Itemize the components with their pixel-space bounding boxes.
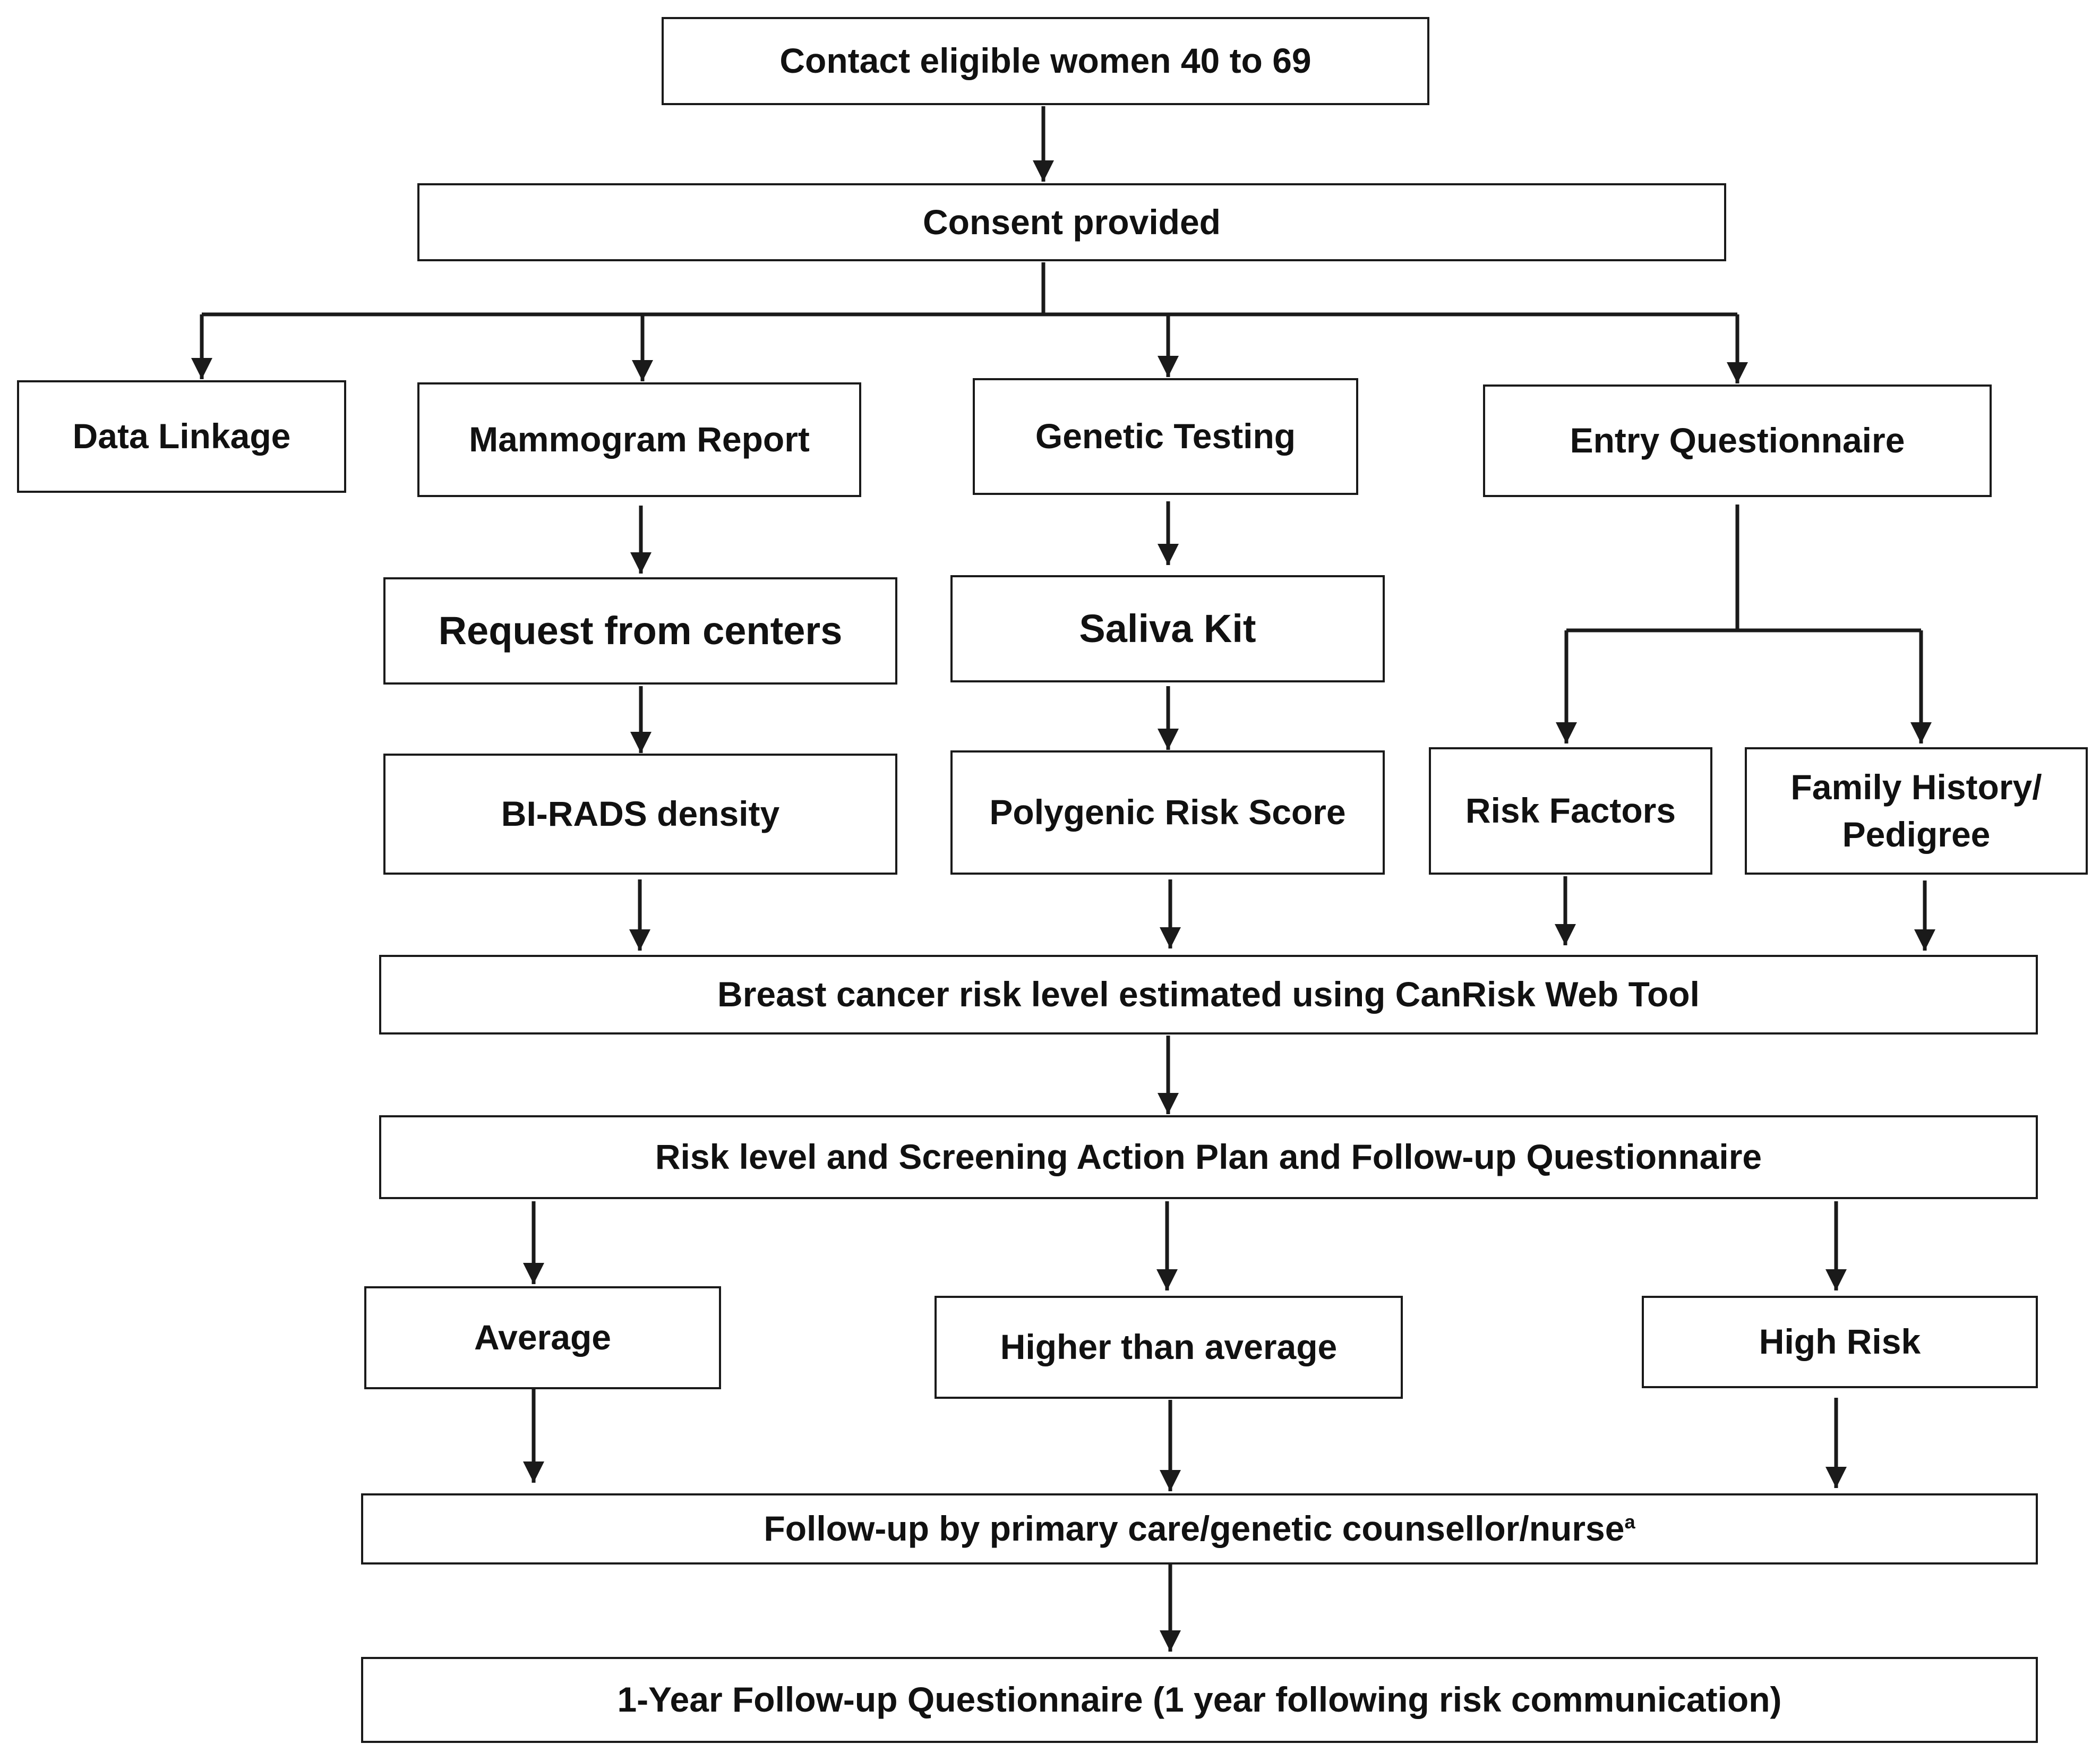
box-entry-questionnaire: Entry Questionnaire — [1483, 384, 1992, 497]
followup-footnote-marker: a — [1624, 1511, 1635, 1533]
box-mammogram-report-label: Mammogram Report — [469, 420, 810, 459]
box-data-linkage-label: Data Linkage — [72, 416, 291, 456]
box-entry-questionnaire-label: Entry Questionnaire — [1570, 421, 1905, 460]
box-one-year-followup: 1-Year Follow-up Questionnaire (1 year f… — [361, 1657, 2038, 1743]
followup-text: Follow-up by primary care/genetic counse… — [764, 1509, 1625, 1549]
box-risk-level-action-plan-label: Risk level and Screening Action Plan and… — [655, 1137, 1762, 1177]
box-risk-level-action-plan: Risk level and Screening Action Plan and… — [379, 1115, 2038, 1199]
box-higher-than-average: Higher than average — [935, 1296, 1403, 1399]
box-request-from-centers: Request from centers — [383, 577, 897, 685]
box-genetic-testing-label: Genetic Testing — [1035, 416, 1296, 456]
box-high-risk: High Risk — [1642, 1296, 2038, 1388]
box-family-history-pedigree: Family History/ Pedigree — [1745, 747, 2088, 875]
box-family-history-label-line1: Family History/ — [1790, 767, 2042, 807]
box-risk-factors-label: Risk Factors — [1465, 791, 1676, 831]
box-followup-care: Follow-up by primary care/genetic counse… — [361, 1493, 2038, 1565]
box-average-label: Average — [474, 1318, 612, 1357]
box-risk-factors: Risk Factors — [1429, 747, 1712, 875]
box-canrisk-estimate-label: Breast cancer risk level estimated using… — [717, 974, 1700, 1014]
box-contact-eligible-women-label: Contact eligible women 40 to 69 — [779, 41, 1312, 81]
box-contact-eligible-women: Contact eligible women 40 to 69 — [662, 17, 1429, 105]
box-saliva-kit: Saliva Kit — [950, 575, 1385, 682]
box-average: Average — [364, 1286, 721, 1389]
box-high-risk-label: High Risk — [1759, 1322, 1921, 1362]
box-canrisk-estimate: Breast cancer risk level estimated using… — [379, 955, 2038, 1035]
box-genetic-testing: Genetic Testing — [973, 378, 1358, 495]
box-higher-than-average-label: Higher than average — [1000, 1327, 1338, 1367]
box-followup-care-label: Follow-up by primary care/genetic counse… — [764, 1505, 1635, 1552]
box-polygenic-risk-score: Polygenic Risk Score — [950, 750, 1385, 875]
box-one-year-followup-label: 1-Year Follow-up Questionnaire (1 year f… — [617, 1680, 1782, 1720]
box-mammogram-report: Mammogram Report — [417, 382, 861, 497]
box-birads-density: BI-RADS density — [383, 754, 897, 875]
box-request-from-centers-label: Request from centers — [438, 609, 843, 653]
box-polygenic-risk-score-label: Polygenic Risk Score — [989, 792, 1346, 832]
box-birads-density-label: BI-RADS density — [501, 794, 780, 834]
box-consent-provided-label: Consent provided — [922, 202, 1221, 242]
box-data-linkage: Data Linkage — [17, 380, 346, 493]
box-family-history-label-line2: Pedigree — [1842, 815, 1991, 854]
box-saliva-kit-label: Saliva Kit — [1079, 606, 1256, 651]
box-consent-provided: Consent provided — [417, 183, 1726, 261]
